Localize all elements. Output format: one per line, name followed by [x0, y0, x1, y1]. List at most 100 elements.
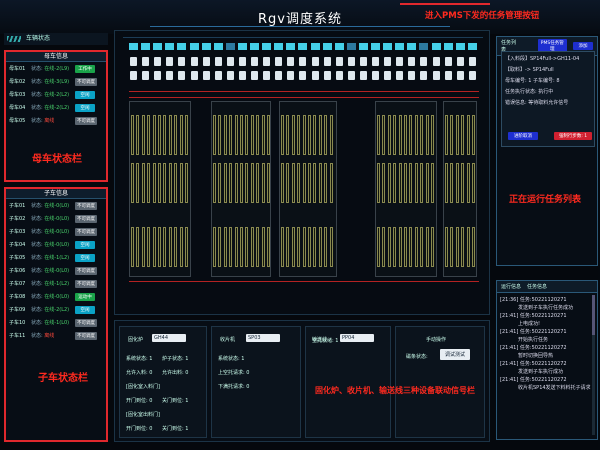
station-cell — [395, 43, 405, 50]
tab-task-info[interactable]: 任务信息 — [527, 284, 548, 290]
vehicle-action-button[interactable]: 运动中 — [75, 292, 95, 301]
signal-line: 系统状态: 1 — [218, 356, 245, 362]
storage-lane — [466, 115, 470, 155]
storage-lane — [398, 163, 402, 203]
log-scrollbar[interactable] — [592, 295, 595, 435]
station-slot — [130, 71, 137, 80]
vehicle-action-button[interactable]: 不可调度 — [75, 266, 97, 275]
vehicle-name: 子车08 — [9, 294, 26, 300]
vehicle-action-button[interactable]: 不可调度 — [75, 77, 97, 86]
storage-lane — [267, 227, 270, 267]
map-top-border — [123, 37, 483, 38]
storage-lane — [404, 115, 407, 155]
vehicle-action-button[interactable]: 不可调度 — [75, 227, 97, 236]
storage-lane — [158, 163, 161, 203]
vehicle-action-button[interactable]: 空闲 — [75, 305, 95, 314]
vehicle-action-button[interactable]: 空闲 — [75, 253, 95, 262]
vehicle-action-button[interactable]: 空闲 — [75, 90, 95, 99]
task-line-2: 【取料】-> SP14Full — [505, 67, 554, 73]
vehicle-action-button[interactable]: 空闲 — [75, 240, 95, 249]
collector-select[interactable]: SP03 — [246, 334, 280, 342]
station-slot — [323, 57, 331, 66]
station-slot — [456, 57, 464, 66]
vehicle-name: 子车07 — [9, 281, 26, 287]
add-task-button[interactable]: 添加 — [573, 42, 593, 50]
storage-lane — [472, 227, 475, 267]
vehicle-action-button[interactable]: 不可调度 — [75, 318, 97, 327]
storage-lane — [218, 115, 222, 155]
storage-lane — [455, 115, 459, 155]
vehicle-action-button[interactable]: 不可调度 — [75, 331, 97, 340]
force-step-button[interactable]: 强制行步数: 1 — [554, 132, 592, 140]
storage-lane — [318, 115, 322, 155]
storage-lane — [267, 115, 270, 155]
log-detail: 发送到子车执行任务成功 — [518, 305, 574, 311]
storage-lane — [431, 115, 434, 155]
pms-task-button[interactable]: PMS任务管理 — [537, 39, 567, 53]
vehicle-status: 状态: 在线-2(L9) — [31, 66, 70, 72]
vehicle-name: 子车11 — [9, 333, 26, 339]
cancel-task-button[interactable]: 进阶取消 — [508, 132, 538, 140]
storage-lane — [223, 227, 227, 267]
vehicle-action-button[interactable]: 不可调度 — [75, 279, 97, 288]
vehicle-status: 状态: 在线-1(L2) — [31, 281, 70, 287]
storage-lane — [414, 163, 418, 203]
station-slot — [287, 57, 295, 66]
vehicle-status: 状态: 在线-0(L0) — [31, 216, 70, 222]
storage-lane — [297, 227, 301, 267]
storage-lane — [291, 227, 295, 267]
magnet-status-label: 磁条状态: — [406, 354, 428, 360]
conveyor-select[interactable]: PP04 — [340, 334, 374, 342]
storage-lane — [393, 115, 397, 155]
vehicle-action-button[interactable]: 工作中 — [75, 64, 95, 73]
storage-lane — [420, 163, 424, 203]
log-tabs: 运行信息 任务信息 — [497, 281, 597, 293]
vehicle-status: 状态: 在线-3(L9) — [31, 79, 70, 85]
storage-lane — [168, 115, 172, 155]
storage-lane — [302, 227, 306, 267]
vehicle-action-button[interactable]: 不可调度 — [75, 201, 97, 210]
vehicle-name: 子车06 — [9, 268, 26, 274]
furnace-select[interactable]: GH44 — [152, 334, 186, 342]
storage-lane — [213, 163, 216, 203]
sidebar-header: 车辆状态 — [4, 33, 108, 45]
station-cell — [443, 43, 453, 50]
station-cell — [407, 43, 417, 50]
station-slot — [190, 57, 198, 66]
storage-lane — [261, 115, 265, 155]
storage-lane — [141, 227, 145, 267]
storage-lane — [163, 163, 167, 203]
vehicle-action-button[interactable]: 空闲 — [75, 103, 95, 112]
vehicle-action-button[interactable]: 不可调度 — [75, 214, 97, 223]
storage-lane — [250, 115, 254, 155]
station-cell — [358, 43, 368, 50]
vehicle-action-button[interactable]: 不可调度 — [75, 116, 97, 125]
log-time: [21:41] 任务:50221120271 — [500, 313, 567, 319]
vehicle-status: 状态: 在线-2(L2) — [31, 105, 70, 111]
station-slot — [238, 57, 246, 66]
storage-lane — [281, 115, 284, 155]
tab-run-info[interactable]: 运行信息 — [501, 284, 522, 290]
vehicle-name: 子车09 — [9, 307, 26, 313]
storage-lane — [291, 163, 295, 203]
vehicle-name: 母车02 — [9, 79, 26, 85]
storage-lane — [256, 227, 260, 267]
storage-lane — [218, 163, 222, 203]
storage-lane — [240, 227, 243, 267]
signal-line: 开门到位: 0 — [126, 398, 153, 404]
storage-lane — [409, 227, 413, 267]
storage-lane — [318, 227, 322, 267]
station-slot — [275, 57, 283, 66]
storage-lane — [223, 115, 227, 155]
station-slot — [226, 57, 234, 66]
rail-line — [129, 97, 479, 98]
storage-lane — [445, 163, 448, 203]
storage-lane — [174, 163, 178, 203]
debug-test-button[interactable]: 调试测试 — [440, 349, 471, 360]
station-cell — [310, 43, 320, 50]
